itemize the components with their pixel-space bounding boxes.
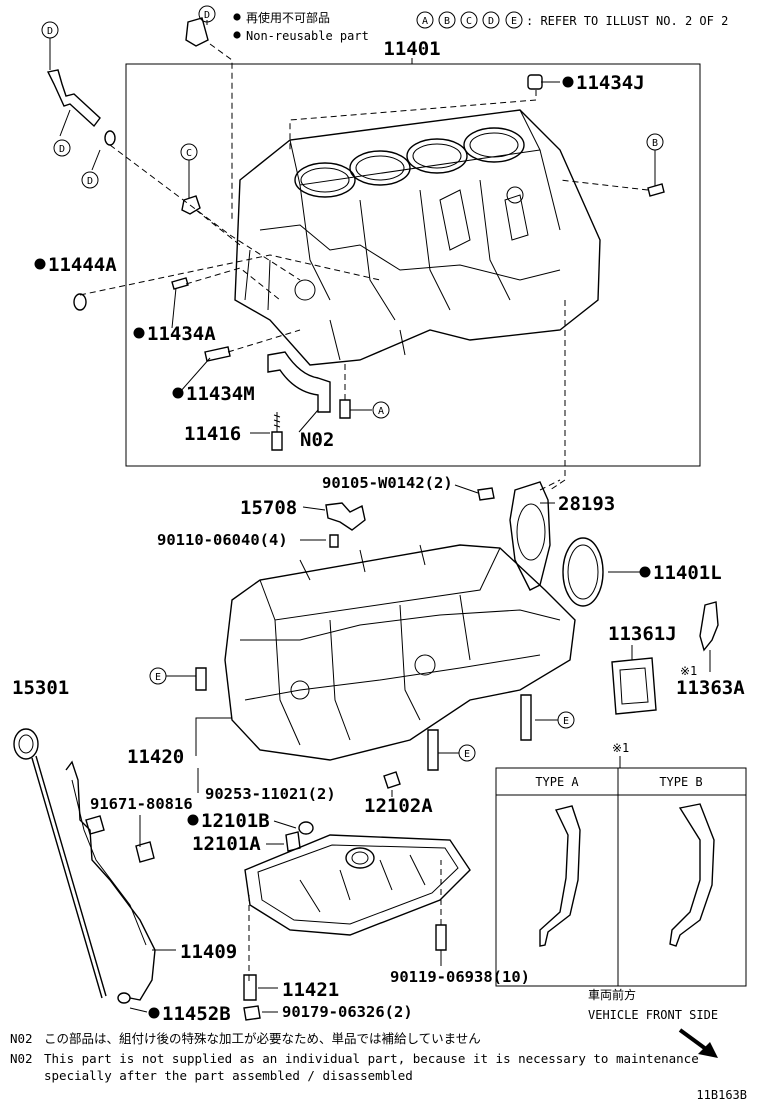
non-reusable-dot-icon [639,566,651,578]
note-2-text-a: This part is not supplied as an individu… [44,1051,699,1066]
non-reusable-dot-icon [172,387,184,399]
part-15708-label[interactable]: 15708 [240,497,297,519]
type-b-piece [669,803,715,947]
upper-labels: 11434J 11444A 11434A 11434M 11416 N02 [34,72,645,451]
type-inset: ※1 TYPE A TYPE B [495,741,747,987]
crankcase-labels: E E E 15301 11420 90253-11021(2) 12102A … [12,667,575,963]
part-11452B-label[interactable]: 11452B [162,1003,231,1025]
lower-labels: 90119-06938(10) 11421 90179-06326(2) 114… [129,924,530,1025]
ref-letter-a: A [422,16,428,27]
cylinder-block-drawing [234,109,601,366]
inset-mark: ※1 [612,741,629,755]
non-reusable-dot-icon [187,814,199,826]
front-en: VEHICLE FRONT SIDE [588,1008,718,1022]
part-11361J-label[interactable]: 11361J [608,623,677,645]
ref-a: A [378,406,384,417]
part-11434A-label[interactable]: 11434A [147,323,216,345]
ref-letter-d: D [488,16,494,27]
part-11420-label[interactable]: 11420 [127,746,184,768]
part-11409-label[interactable]: 11409 [180,941,237,963]
part-28193-label[interactable]: 28193 [558,493,615,515]
legend-jp: 再使用不可部品 [246,10,330,25]
ref-d-2: D [47,26,53,37]
part-90179-label[interactable]: 90179-06326(2) [282,1003,413,1021]
front-arrow-icon [678,1028,718,1058]
ref-letter-c: C [466,16,472,27]
part-11444A-label[interactable]: 11444A [48,254,117,276]
legend-en: Non-reusable part [246,29,369,43]
oil-pan-drawing [244,834,471,985]
front-jp: 車両前方 [588,987,636,1002]
non-reusable-dot-icon [148,1007,160,1019]
part-12101A-label[interactable]: 12101A [192,833,261,855]
non-reusable-dot-icon [34,258,46,270]
note-1-text: この部品は、組付け後の特殊な加工が必要なため、単品では補給していません [44,1031,481,1046]
part-11416-label[interactable]: 11416 [184,423,241,445]
middle-labels: 90105-W0142(2) 28193 15708 90110-06040(4… [157,474,745,699]
upper-leader-lines [49,20,656,491]
inset-type-b: TYPE B [659,775,702,789]
ref-d-3: D [59,144,65,155]
ref-b: B [652,138,658,149]
ref-e-2: E [563,716,569,727]
ref-letter-e: E [511,16,517,27]
part-90110-label[interactable]: 90110-06040(4) [157,531,288,549]
part-12101B-label[interactable]: 12101B [201,810,270,832]
cylinder-block-frame [125,63,701,467]
ref-e-1: E [155,672,161,683]
part-11421-label[interactable]: 11421 [282,979,339,1001]
part-11434J-label[interactable]: 11434J [576,72,645,94]
dipstick-drawing [13,728,156,1004]
ref-letter-b: B [444,16,450,27]
inset-frame [495,767,747,987]
part-91671-label[interactable]: 91671-80816 [90,795,193,813]
part-11401-label[interactable]: 11401 [383,38,440,60]
header: 再使用不可部品 Non-reusable part A B C D E : RE… [233,10,728,43]
non-reusable-dot-icon [562,76,574,88]
part-11434M-label[interactable]: 11434M [186,383,255,405]
vehicle-front-side: 車両前方 VEHICLE FRONT SIDE [588,987,718,1058]
middle-small-parts [325,479,719,715]
part-11401L-label[interactable]: 11401L [653,562,722,584]
non-reusable-dot-icon [233,13,241,21]
note-1-label: N02 [10,1031,33,1046]
crankcase-drawing [224,544,576,761]
type-a-piece [539,805,581,947]
upper-small-parts [46,17,665,451]
note-2-text-b: specially after the part assembled / dis… [44,1068,413,1083]
part-90119-label[interactable]: 90119-06938(10) [390,968,530,986]
illustration-code: 11B163B [696,1088,747,1102]
ref-c: C [186,148,192,159]
drawing-ref-letters: D D D D C B A [41,5,664,419]
ref-letters: A B C D E [416,11,523,29]
ref-d-4: D [87,176,93,187]
ref-e-3: E [464,749,470,760]
ref-d-1: D [204,10,210,21]
part-15301-label[interactable]: 15301 [12,677,69,699]
footnotes: N02 この部品は、組付け後の特殊な加工が必要なため、単品では補給していません … [10,1031,747,1102]
part-12102A-label[interactable]: 12102A [364,795,433,817]
part-11363A-label[interactable]: 11363A [676,677,745,699]
note-2-label: N02 [10,1051,33,1066]
part-90105-label[interactable]: 90105-W0142(2) [322,474,453,492]
inset-type-a: TYPE A [535,775,579,789]
ref-text: : REFER TO ILLUST NO. 2 OF 2 [526,14,728,28]
n02-bearing-cap-drawing [267,351,331,413]
part-N02-label[interactable]: N02 [300,429,334,451]
part-90253-label[interactable]: 90253-11021(2) [205,785,336,803]
mark-1-label: ※1 [680,664,697,678]
non-reusable-dot-icon [133,327,145,339]
non-reusable-dot-icon [233,31,241,39]
